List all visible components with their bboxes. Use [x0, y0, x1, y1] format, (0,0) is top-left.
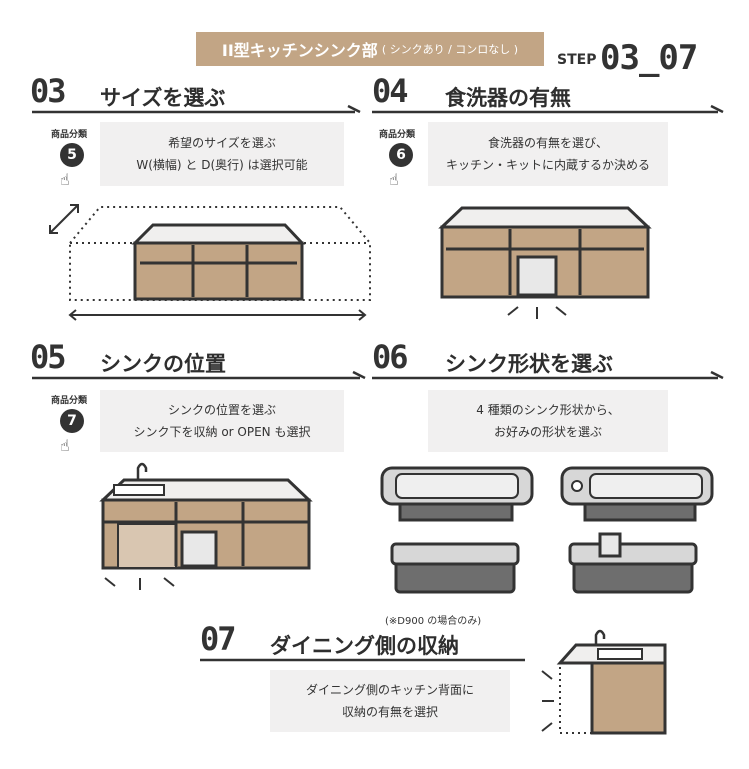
- sink-shape-2: [560, 466, 714, 522]
- step-07-title: ダイニング側の収納: [270, 634, 459, 658]
- step-07-number: 07: [200, 620, 237, 658]
- desc-line: ダイニング側のキッチン背面に: [305, 683, 474, 697]
- sink-shapes-illustration: [380, 466, 714, 594]
- dishwasher-illustration: [438, 206, 652, 319]
- desc-line: 希望のサイズを選ぶ: [168, 136, 276, 150]
- step-range: 03_07: [600, 38, 698, 78]
- dining-storage-illustration: [541, 629, 667, 735]
- desc-line: キッチン・キットに内蔵するか決める: [445, 158, 650, 172]
- header-banner: II型キッチンシンク部 ( シンクあり / コンロなし ): [196, 32, 544, 66]
- category-badge-7: 7: [60, 409, 84, 433]
- banner-subtitle: ( シンクあり / コンロなし ): [381, 43, 519, 56]
- banner-title: II型キッチンシンク部: [221, 41, 378, 60]
- sink-shape-4: [568, 532, 698, 594]
- category-label: 商品分類: [51, 396, 88, 406]
- tap-hand-icon: ☝: [389, 170, 399, 189]
- category-label: 商品分類: [51, 130, 88, 140]
- step-06-description: 4 種類のシンク形状から、 お好みの形状を選ぶ: [428, 390, 668, 452]
- step-04-number: 04: [372, 72, 409, 110]
- desc-line: シンク下を収納 or OPEN も選択: [133, 425, 311, 439]
- desc-line: お好みの形状を選ぶ: [493, 425, 602, 439]
- step-05-number: 05: [30, 338, 67, 376]
- step-04-description: 食洗器の有無を選び、 キッチン・キットに内蔵するか決める: [428, 122, 668, 186]
- desc-line: 食洗器の有無を選び、: [487, 136, 608, 150]
- step-03-description: 希望のサイズを選ぶ W(横幅) と D(奥行) は選択可能: [100, 122, 344, 186]
- step-05-title: シンクの位置: [100, 352, 226, 376]
- category-label: 商品分類: [379, 130, 416, 140]
- step-07-note: (※D900 の場合のみ): [385, 616, 482, 627]
- category-badge-5: 5: [60, 143, 84, 167]
- step-03-title: サイズを選ぶ: [100, 86, 226, 110]
- step-06-title: シンク形状を選ぶ: [445, 352, 613, 376]
- sink-position-illustration: [99, 462, 313, 590]
- step-06-number: 06: [372, 338, 409, 376]
- category-badge-6: 6: [389, 143, 413, 167]
- size-illustration: [49, 204, 371, 321]
- sink-shape-3: [390, 542, 520, 594]
- desc-line: 4 種類のシンク形状から、: [476, 403, 620, 417]
- step-03-number: 03: [30, 72, 67, 110]
- step-prefix: STEP: [557, 52, 597, 68]
- sink-shape-1: [380, 466, 534, 522]
- step-05-description: シンクの位置を選ぶ シンク下を収納 or OPEN も選択: [100, 390, 344, 452]
- tap-hand-icon: ☝: [60, 170, 70, 189]
- desc-line: W(横幅) と D(奥行) は選択可能: [136, 158, 308, 172]
- tap-hand-icon: ☝: [60, 436, 70, 455]
- desc-line: シンクの位置を選ぶ: [167, 403, 276, 417]
- step-04-title: 食洗器の有無: [445, 86, 571, 110]
- desc-line: 収納の有無を選択: [341, 705, 438, 719]
- step-07-description: ダイニング側のキッチン背面に 収納の有無を選択: [270, 670, 510, 732]
